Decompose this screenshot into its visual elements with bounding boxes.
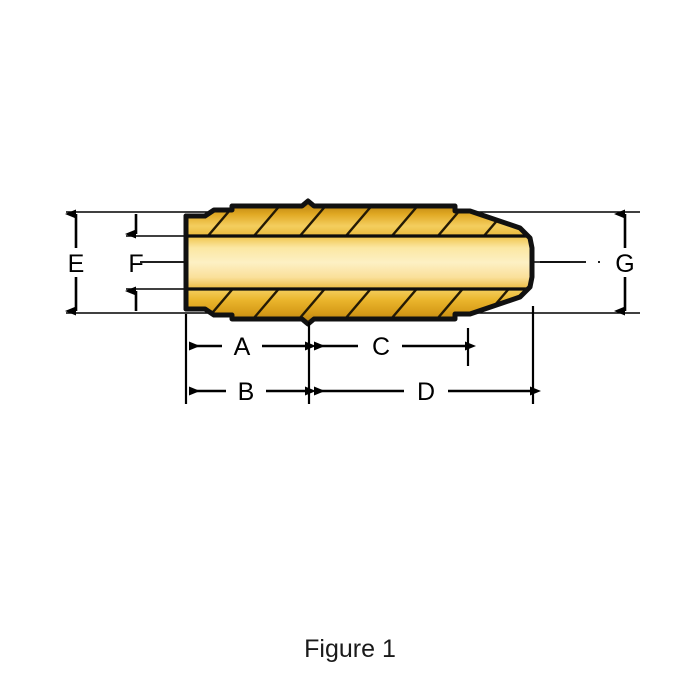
vertical-dimensions (65, 209, 627, 316)
bore-band (186, 236, 532, 289)
dimension-label-A: A (234, 333, 251, 361)
dimension-label-E: E (68, 250, 85, 278)
dimension-label-D: D (417, 378, 435, 406)
part-outline (183, 198, 535, 327)
part-cross-section (183, 198, 535, 327)
dimension-label-B: B (238, 378, 255, 406)
bore-wall-edges (186, 234, 532, 291)
dimension-label-F: F (128, 250, 143, 278)
dimension-label-G: G (615, 250, 634, 278)
dimension-label-C: C (372, 333, 390, 361)
figure-caption: Figure 1 (304, 635, 396, 663)
